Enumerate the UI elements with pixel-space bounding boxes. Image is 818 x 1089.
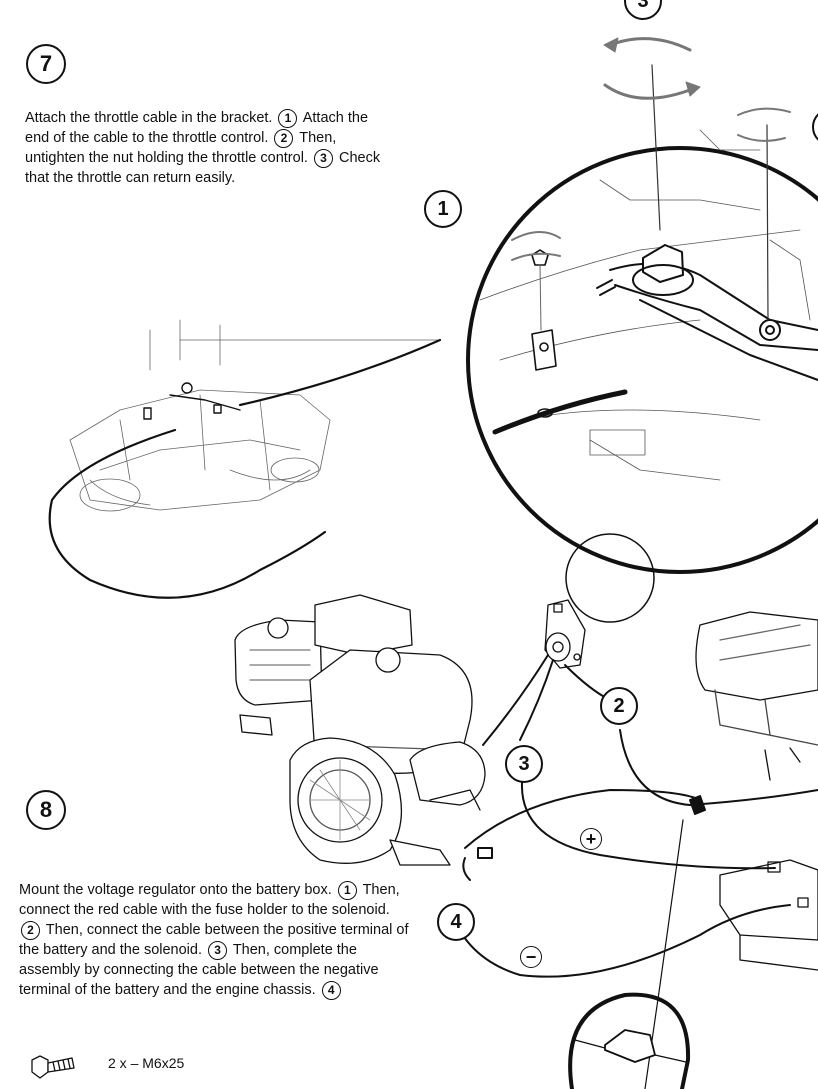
bolt-icon [31, 1055, 75, 1079]
rotation-arrow-small [511, 107, 791, 261]
step7-ref-2: 2 [274, 128, 294, 148]
step7-instructions: Attach the throttle cable in the bracket… [25, 108, 395, 188]
chassis-overview-drawing [69, 319, 441, 512]
step8-ref-1: 1 [337, 880, 357, 900]
step8-text-1: Mount the voltage regulator onto the bat… [19, 882, 332, 898]
throttle-cable-overview [48, 338, 442, 599]
negative-terminal-sign: − [520, 946, 542, 968]
engine-drawing [234, 594, 486, 866]
step7-ref-1: 1 [278, 108, 298, 128]
step8-callout-4: 4 [437, 903, 475, 941]
step8-text-4: Then, complete the assembly by connectin… [19, 942, 379, 998]
step8-instructions: Mount the voltage regulator onto the bat… [19, 880, 414, 1000]
hardware-label: 2 x – M6x25 [108, 1055, 185, 1071]
step-number-8: 8 [26, 790, 66, 830]
battery-box-drawing [695, 611, 818, 971]
solenoid-inset-circle [565, 533, 655, 623]
step7-text-4: Check that the throttle can return easil… [25, 150, 381, 186]
step8-callout-2: 2 [600, 687, 638, 725]
step7-text-1: Attach the throttle cable in the bracket… [25, 110, 273, 126]
step8-text-2: Then, connect the red cable with the fus… [19, 882, 400, 918]
step7-text-3: Then, untighten the nut holding the thro… [25, 130, 337, 166]
fuse-holder-detail [644, 819, 684, 1089]
step8-callout-3: 3 [505, 745, 543, 783]
overview-bracket [143, 382, 241, 420]
solenoid-drawing [544, 599, 586, 669]
step-number-7: 7 [26, 44, 66, 84]
step8-text-3: Then, connect the cable between the posi… [19, 922, 409, 958]
step7-text-2: Attach the end of the cable to the throt… [25, 110, 369, 146]
detail-throttle-lever [596, 244, 818, 381]
detail-drawing [479, 129, 811, 481]
detail-pointer-lines [651, 64, 769, 321]
step7-ref-3: 3 [313, 148, 333, 168]
step8-ref-4: 4 [321, 980, 341, 1000]
step8-ref-2: 2 [21, 920, 40, 940]
rotation-arrow-large [603, 37, 697, 100]
step7-callout-1: 1 [424, 190, 462, 228]
detail-cable [492, 389, 628, 435]
detail-magnifier-circle [466, 146, 818, 574]
detail-clip [531, 249, 557, 418]
positive-terminal-sign: + [580, 828, 602, 850]
step8-ref-3: 3 [208, 940, 228, 960]
